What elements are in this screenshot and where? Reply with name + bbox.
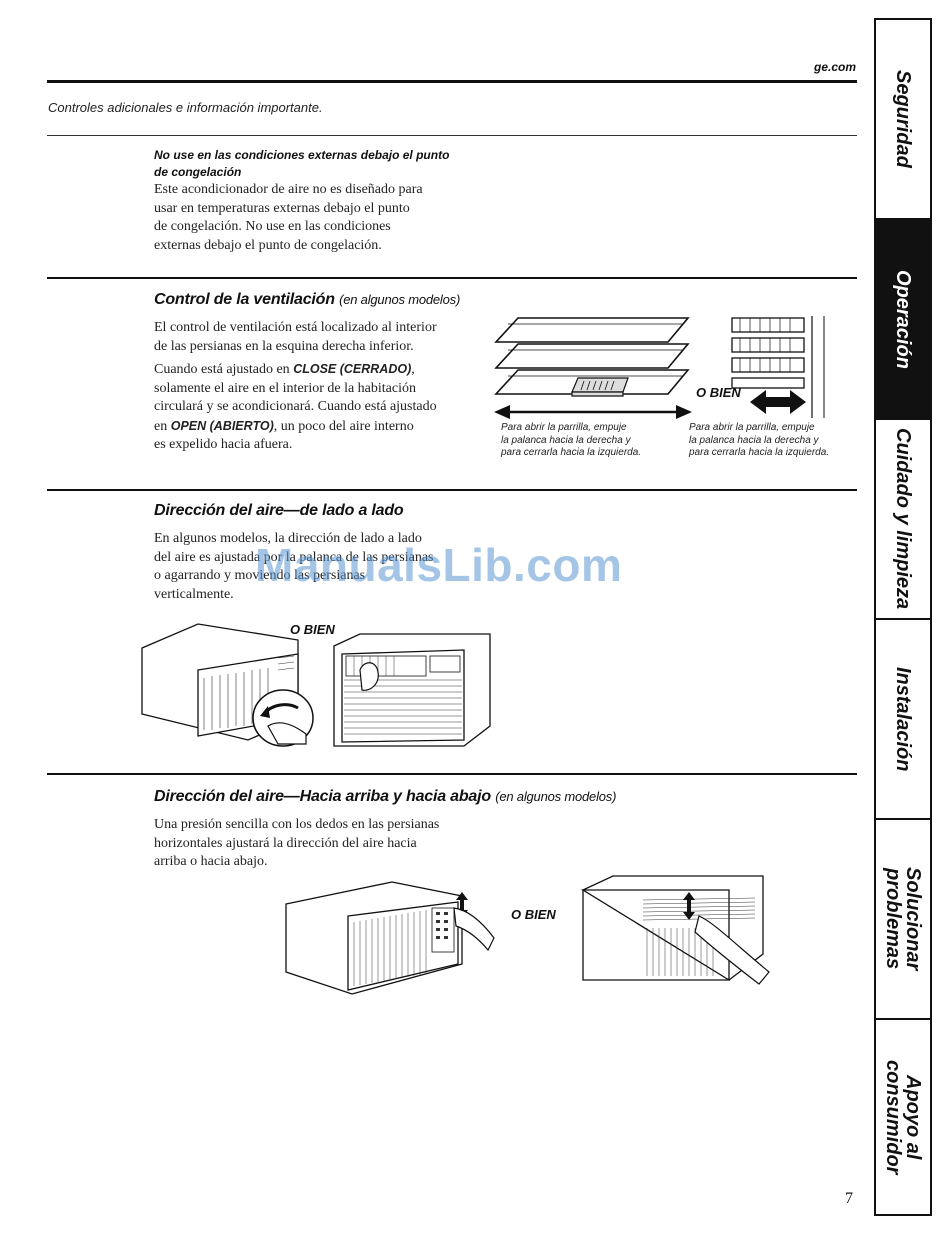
vent-line: en OPEN (ABIERTO), un poco del aire inte… — [154, 417, 494, 437]
tab-label: Apoyo al consumidor — [882, 1059, 924, 1175]
vent-caption-left: Para abrir la parrilla, empuje la palanc… — [501, 422, 681, 460]
tab-operacion[interactable]: Operación — [876, 220, 930, 418]
section-rule — [47, 773, 857, 775]
updown-line: Una presión sencilla con los dedos en la… — [154, 817, 440, 832]
freeze-title-line1: No use en las condiciones externas debaj… — [154, 148, 450, 162]
watermark: ManualsLib.com — [255, 539, 623, 591]
header-rule — [47, 80, 857, 83]
caption-line: la palanca hacia la derecha y — [501, 434, 631, 446]
vent-line6-pre: en — [154, 418, 171, 434]
side-line: del aire es ajustada por la palanca de l… — [154, 549, 434, 565]
page-subtitle: Controles adicionales e información impo… — [48, 100, 323, 115]
updown-or-label: O BIEN — [511, 907, 556, 922]
tab-divider — [876, 418, 930, 420]
close-keyword: CLOSE (CERRADO) — [293, 362, 412, 376]
updown-title-text: Dirección del aire—Hacia arriba y hacia … — [154, 788, 491, 805]
ac-unit-lever-illustration — [141, 623, 314, 747]
vent-title: Control de la ventilación (en algunos mo… — [154, 291, 460, 309]
updown-line: horizontales ajustará la dirección del a… — [154, 835, 417, 851]
vent-line6-post: , un poco del aire interno — [273, 418, 414, 434]
tab-label: Cuidado y limpieza — [892, 428, 914, 610]
tab-instalacion[interactable]: Instalación — [876, 620, 930, 818]
freeze-section: No use en las condiciones externas debaj… — [154, 147, 494, 255]
updown-title-note: (en algunos modelos) — [495, 789, 617, 804]
vent-title-text: Control de la ventilación — [154, 291, 335, 308]
freeze-line: Este acondicionador de aire no es diseña… — [154, 182, 423, 197]
vent-line: El control de ventilación está localizad… — [154, 320, 437, 335]
side-line: En algunos modelos, la dirección de lado… — [154, 531, 422, 546]
tab-divider — [876, 1018, 930, 1020]
tab-divider — [876, 218, 930, 220]
tab-divider — [876, 818, 930, 820]
freeze-line: usar en temperaturas externas debajo el … — [154, 200, 410, 216]
side-line: verticalmente. — [154, 586, 234, 602]
freeze-line: de congelación. No use en las condicione… — [154, 219, 391, 234]
vent-louver-illustration — [494, 317, 692, 419]
vent-line: circulará y se acondicionará. Cuando est… — [154, 399, 437, 414]
tab-apoyo-al-consumidor[interactable]: Apoyo al consumidor — [876, 1020, 930, 1214]
tab-label: Solucionar problemas — [882, 867, 924, 971]
vent-title-note: (en algunos modelos) — [339, 292, 461, 307]
ac-unit-louver-grab-illustration — [333, 633, 491, 747]
vent-line: solamente el aire en el interior de la h… — [154, 380, 416, 396]
updown-title: Dirección del aire—Hacia arriba y hacia … — [154, 788, 616, 806]
section-rule — [47, 489, 857, 491]
caption-line: para cerrarla hacia la izquierda. — [501, 447, 642, 458]
vent-line: Cuando está ajustado en CLOSE (CERRADO), — [154, 360, 494, 380]
tab-seguridad[interactable]: Seguridad — [876, 20, 930, 218]
caption-line: para cerrarla hacia la izquierda. — [689, 447, 830, 458]
page-number: 7 — [845, 1190, 853, 1207]
vent-caption-right: Para abrir la parrilla, empuje la palanc… — [689, 422, 859, 460]
ac-unit-press-illustration — [285, 881, 495, 995]
vent-line3-pre: Cuando está ajustado en — [154, 362, 294, 377]
vent-line3-post: , — [411, 362, 415, 377]
caption-line: Para abrir la parrilla, empuje — [689, 422, 815, 433]
tab-solucionar-problemas[interactable]: Solucionar problemas — [876, 820, 930, 1018]
site-url: ge.com — [813, 60, 856, 74]
updown-line: arriba o hacia abajo. — [154, 854, 268, 869]
tab-label: Seguridad — [892, 70, 914, 168]
caption-line: Para abrir la parrilla, empuje — [501, 422, 627, 433]
side-or-label: O BIEN — [290, 622, 335, 637]
side-line: o agarrando y moviendo las persianas — [154, 568, 366, 583]
freeze-title-line2: de congelación — [154, 165, 242, 179]
tab-label: Instalación — [892, 666, 914, 772]
vent-body: El control de ventilación está localizad… — [154, 319, 494, 455]
section-rule — [47, 277, 857, 279]
open-keyword: OPEN (ABIERTO) — [170, 418, 274, 433]
subtitle-rule — [47, 135, 857, 136]
vent-line: de las persianas en la esquina derecha i… — [154, 338, 414, 354]
vent-line: es expelido hacia afuera. — [154, 437, 293, 452]
side-title: Dirección del aire—de lado a lado — [154, 502, 404, 519]
tab-cuidado-y-limpieza[interactable]: Cuidado y limpieza — [876, 420, 930, 618]
vent-or-label: O BIEN — [696, 385, 741, 400]
side-body: En algunos modelos, la dirección de lado… — [154, 530, 494, 604]
vent-slider-illustration — [731, 316, 825, 418]
section-tabs: Seguridad Operación Cuidado y limpieza I… — [874, 18, 932, 1216]
ac-unit-louver-tilt-illustration — [580, 875, 770, 985]
caption-line: la palanca hacia la derecha y — [689, 434, 819, 446]
freeze-line: externas debajo el punto de congelación. — [154, 237, 382, 253]
tab-divider — [876, 618, 930, 620]
updown-body: Una presión sencilla con los dedos en la… — [154, 816, 514, 872]
tab-label: Operación — [892, 269, 914, 369]
